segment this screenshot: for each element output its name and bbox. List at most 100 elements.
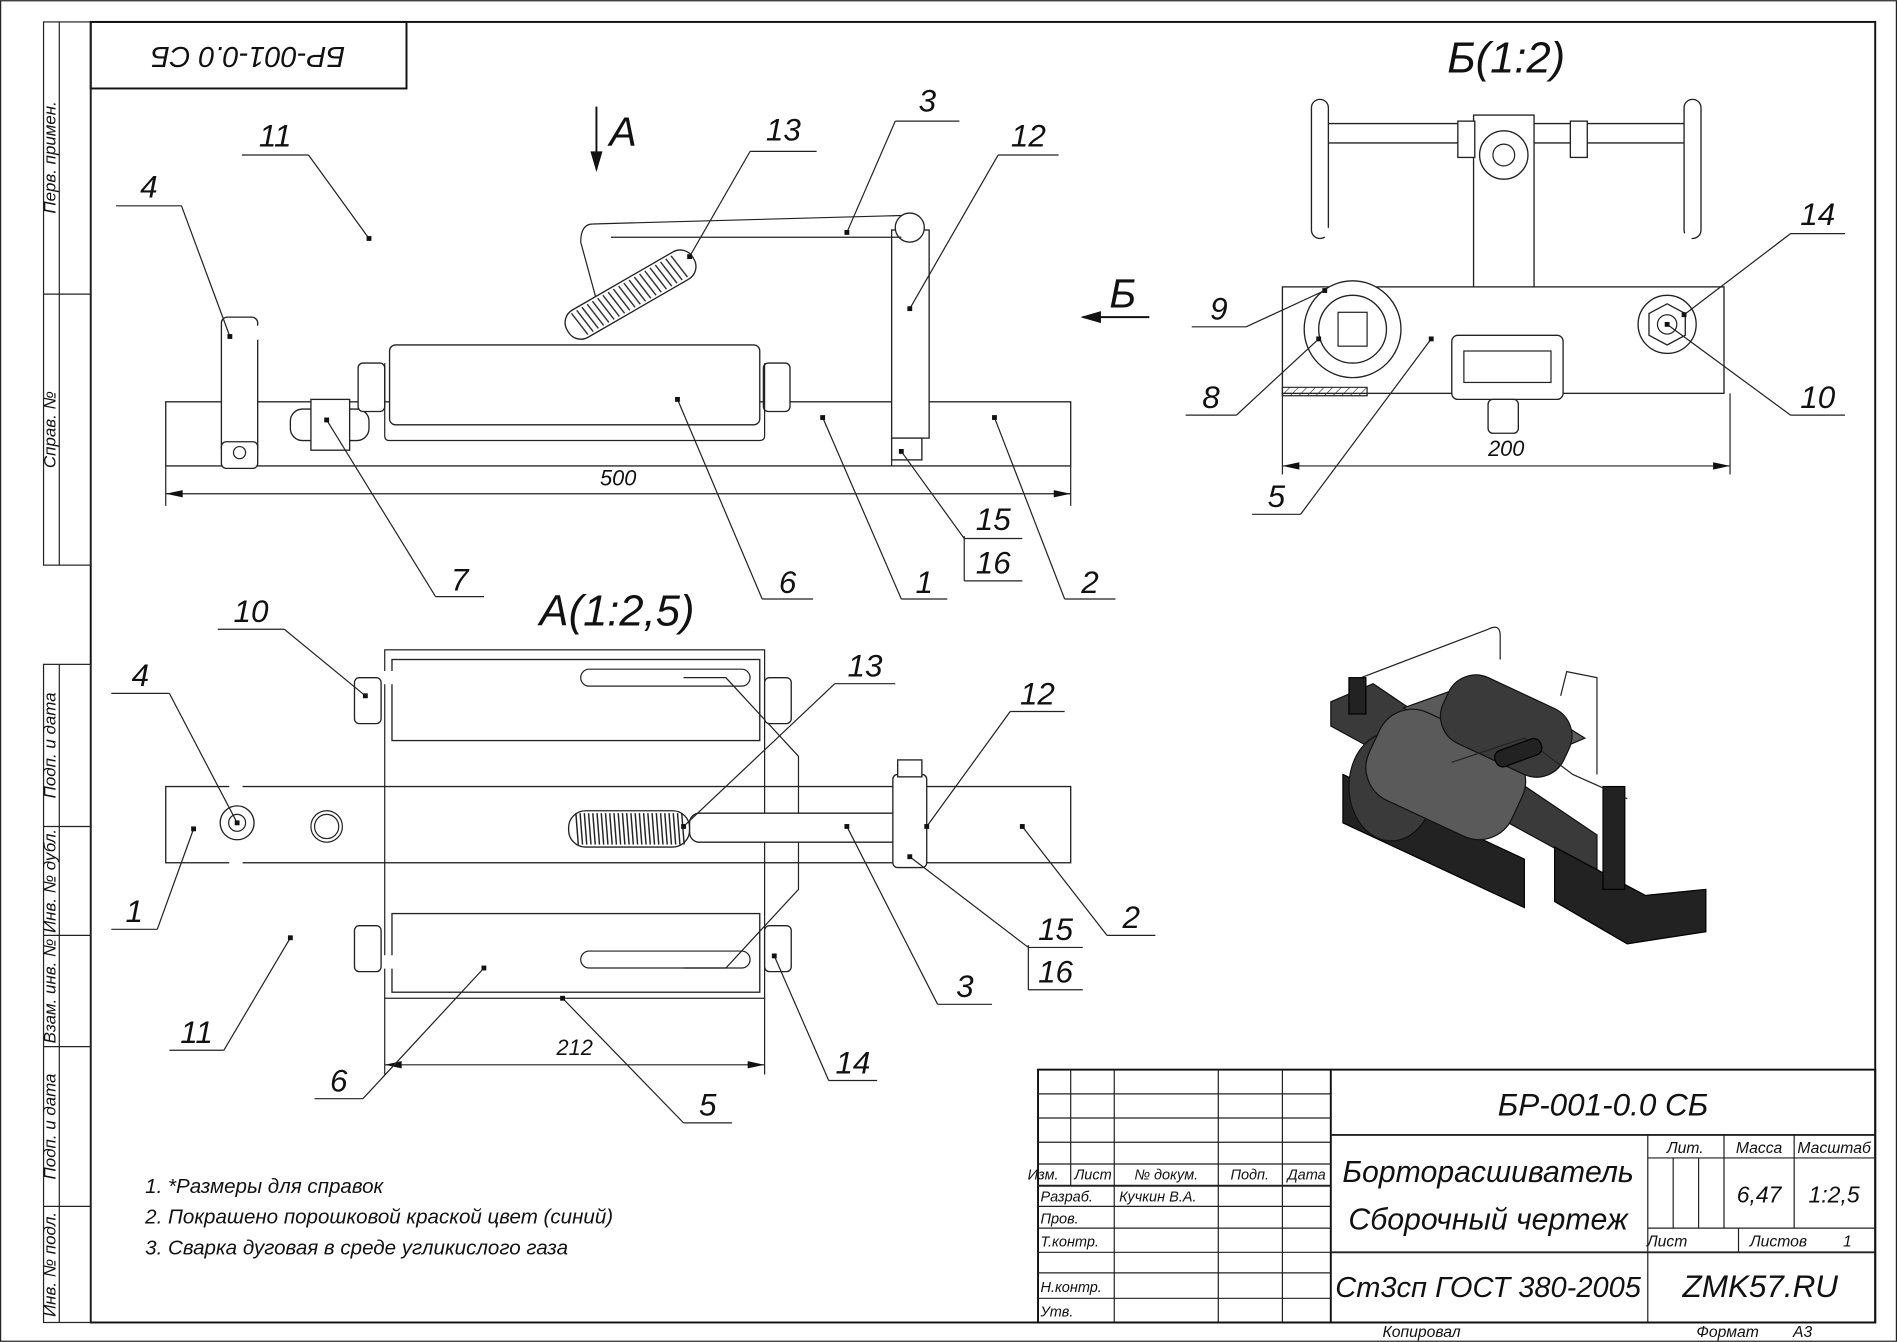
spring-coil [639, 273, 657, 296]
sheets-label: Листов [1749, 1233, 1807, 1250]
callout-number: 11 [259, 119, 292, 154]
spring-coil [630, 813, 635, 845]
rod-part-3 [688, 812, 902, 843]
material: Ст3сп ГОСТ 380-2005 [1335, 1272, 1641, 1304]
view-b-title: Б(1:2) [1447, 35, 1565, 83]
spring-coil [570, 312, 589, 335]
developer-name: Кучкин В.А. [1119, 1190, 1196, 1206]
nut [357, 362, 386, 413]
callout-number: 13 [766, 112, 801, 147]
leader-dot [907, 854, 913, 860]
company: ZMK57.RU [1682, 1269, 1839, 1304]
note: 3. Сварка дуговая в среде угликислого га… [145, 1237, 568, 1260]
callout-view_a: 6 [314, 965, 487, 1100]
spring-coil [649, 267, 668, 290]
leader-dot [681, 824, 686, 829]
spring-coil [668, 813, 673, 845]
rotated-stamp: БР-001-0.0 СБ [89, 20, 408, 90]
leader-dot [924, 824, 930, 829]
designation: БР-001-0.0 СБ [1498, 1088, 1708, 1123]
leader-line [846, 826, 939, 1005]
nut [762, 362, 791, 413]
role-norm-control: Н.контр. [1040, 1280, 1101, 1296]
leader-line [993, 417, 1066, 600]
view-a-marker: А [606, 108, 636, 154]
hdr-izm: Изм. [1028, 1168, 1059, 1184]
callout-view_a: 4 [111, 658, 240, 826]
role-developer: Разраб. [1040, 1190, 1092, 1206]
leader-line [909, 856, 1029, 948]
copied-label: Копировал [1382, 1324, 1460, 1341]
callout-view_a: 2 [1019, 824, 1156, 936]
view-b-marker: Б [1109, 270, 1136, 316]
callout-number: 7 [451, 563, 470, 598]
spring-coil [651, 813, 656, 845]
dimension-200: 200 [1487, 436, 1524, 461]
scale-label: Масштаб [1797, 1140, 1872, 1157]
roller-end-part-8 [1318, 294, 1388, 364]
spring-coil [617, 813, 622, 845]
spring-coil [612, 288, 631, 311]
hdr-sign: Подп. [1230, 1168, 1269, 1184]
spring-coil [607, 291, 626, 314]
spring-coil [613, 813, 618, 845]
title-block: БР-001-0.0 СБ Борторасшиватель Сборочный… [1028, 1068, 1877, 1324]
callout-number: 4 [132, 658, 149, 693]
stand-part-12-top [892, 773, 928, 869]
leader-dot [687, 254, 693, 260]
spring-coil [609, 813, 613, 845]
spring-coil [625, 813, 630, 845]
callout-number: 16 [976, 546, 1011, 581]
sheets-value: 1 [1843, 1233, 1852, 1250]
spring-coil [672, 813, 677, 845]
spring-coil [591, 300, 610, 323]
leader-line [1245, 289, 1326, 328]
callout-number: 14 [835, 1045, 870, 1080]
spring-coil [642, 813, 647, 845]
leader-line [1666, 323, 1791, 416]
sheet-label: Лист [1646, 1233, 1687, 1250]
document-type: Сборочный чертеж [1348, 1203, 1629, 1236]
callout-number: 10 [234, 594, 269, 629]
side-col-label: Подп. и дата [41, 692, 60, 798]
spring-coil [621, 813, 626, 845]
view-a-title: А(1:2,5) [537, 588, 695, 636]
spring-coil [647, 813, 652, 845]
leader-line [283, 628, 366, 697]
leader-line [1236, 338, 1320, 416]
leader-dot [675, 396, 680, 402]
callout-number: 5 [1268, 479, 1286, 514]
callout-side: 3 [844, 83, 960, 235]
leader-dot [324, 417, 330, 423]
leader-dot [771, 953, 777, 959]
role-tech-control: Т.контр. [1040, 1234, 1099, 1250]
callout-side: 6 [675, 396, 813, 600]
grip-part-13 [564, 249, 697, 340]
mass-value: 6,47 [1737, 1182, 1783, 1208]
leader-line [562, 997, 684, 1124]
spring-coil [604, 813, 609, 845]
callout-view_b: 14 [1681, 197, 1845, 318]
spring-coil [670, 255, 689, 278]
spring-coil [618, 285, 636, 308]
leader-dot [234, 820, 240, 826]
callout-view_a: 13 [681, 648, 896, 829]
roller-part-6 [388, 344, 761, 426]
callout-view_a: 11 [169, 935, 293, 1051]
leader-line [156, 828, 195, 930]
callout-view_a: 15 [907, 854, 1083, 949]
spring-coil [592, 813, 596, 845]
spring-coil [602, 294, 620, 317]
callout-view_a: 14 [771, 953, 878, 1082]
spring-coil [644, 270, 662, 293]
callout-side: 1 [820, 415, 948, 600]
callout-side: 11 [241, 119, 372, 241]
spring-coil [600, 813, 605, 845]
callout-side: 2 [992, 415, 1116, 600]
side-col-label: Перв. примен. [41, 101, 60, 213]
callout-number: 15 [1038, 912, 1073, 947]
leader-dot [366, 236, 372, 241]
